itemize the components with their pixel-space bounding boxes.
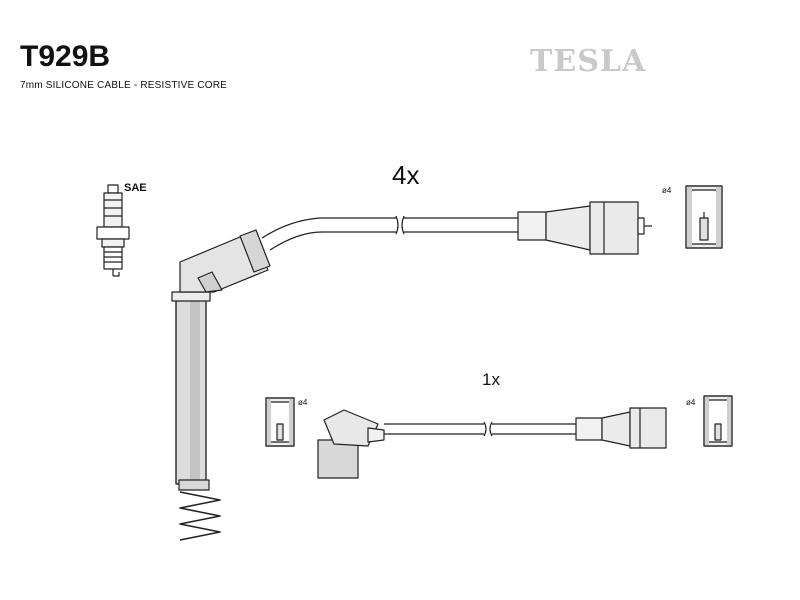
coil-connector-boot — [575, 407, 667, 449]
product-description: 7mm SILICONE CABLE - RESISTIVE CORE — [20, 80, 228, 91]
spark-plug-standard-label: SAE — [124, 182, 147, 194]
coil-connector-boot — [517, 201, 652, 255]
angled-plug-boot — [317, 409, 385, 479]
main-cable — [261, 215, 518, 251]
part-number: T929B — [20, 40, 111, 73]
terminal-cap-icon — [703, 395, 733, 447]
brand-logo: TESLA — [530, 44, 647, 79]
terminal-diameter-label: ø4 — [298, 398, 308, 407]
spark-plug-icon — [96, 184, 130, 277]
spring-icon — [179, 491, 221, 541]
quantity-label-main: 4x — [392, 160, 420, 190]
terminal-cap-icon — [265, 397, 295, 447]
single-cable — [384, 421, 576, 437]
long-plug-boot — [171, 229, 271, 491]
terminal-cap-icon — [685, 185, 723, 249]
terminal-diameter-label: ø4 — [662, 186, 672, 195]
terminal-diameter-label: ø4 — [686, 398, 696, 407]
quantity-label-single: 1x — [482, 370, 500, 389]
